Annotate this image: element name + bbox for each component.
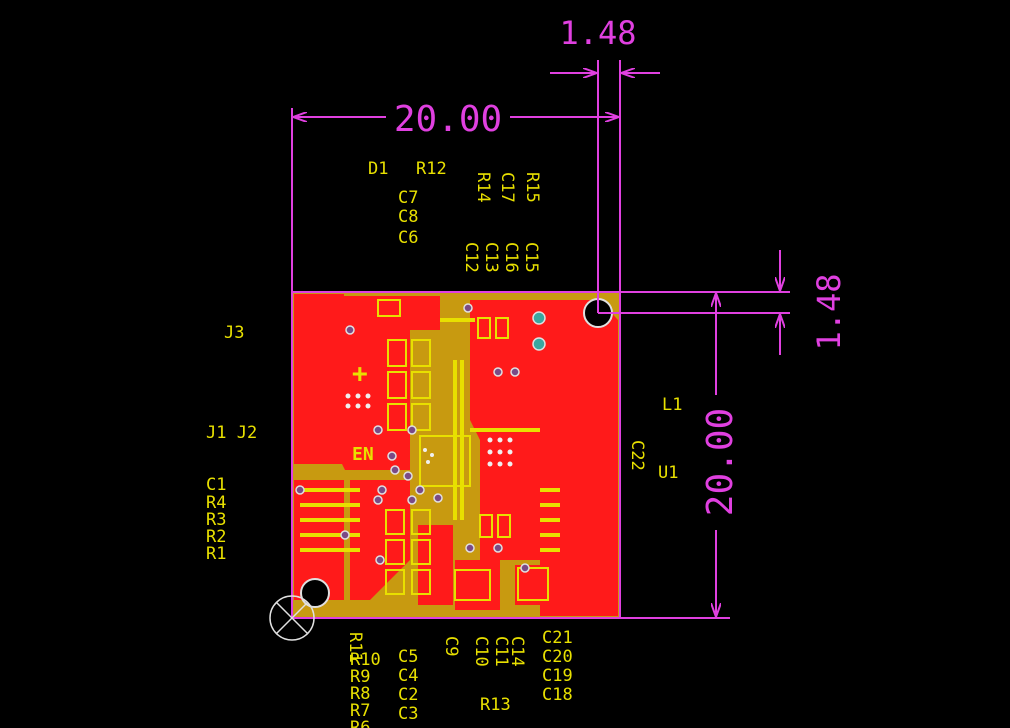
refdes-r15: R15 [522, 172, 542, 203]
refdes-c22: C22 [627, 440, 647, 471]
gap-right-value: 1.48 [810, 273, 848, 350]
en-label: EN [352, 444, 374, 465]
refdes-c16: C16 [501, 242, 521, 273]
refdes-c19: C19 [542, 666, 573, 686]
origin-marker [269, 595, 315, 641]
board-outline [291, 291, 621, 619]
refdes-c14: C14 [507, 636, 527, 667]
refdes-j1-j2: J1 J2 [206, 423, 257, 443]
refdes-c5: C5 [398, 647, 418, 667]
mounting-hole-bottom-left [300, 578, 330, 608]
refdes-r7: R7 [350, 701, 370, 721]
pcb-board: + EN [269, 291, 621, 641]
refdes-c11: C11 [491, 636, 511, 667]
gap-top-value: 1.48 [559, 14, 636, 52]
dimension-width-top: 20.00 [291, 60, 621, 292]
refdes-c8: C8 [398, 207, 418, 227]
refdes-c4: C4 [398, 666, 418, 686]
refdes-r8: R8 [350, 684, 370, 704]
plus-label: + [352, 359, 368, 389]
refdes-j3: J3 [224, 323, 244, 343]
reference-designators: D1 R12 C7 C8 C6 R14 C17 R15 C12 C13 C16 … [206, 159, 682, 728]
refdes-r14: R14 [473, 172, 493, 203]
width-value: 20.00 [394, 99, 502, 140]
refdes-u1: U1 [658, 463, 678, 483]
refdes-c12: C12 [461, 242, 481, 273]
refdes-c3: C3 [398, 704, 418, 724]
refdes-r12: R12 [416, 159, 447, 179]
pads [377, 299, 549, 601]
refdes-r2: R2 [206, 527, 226, 547]
dimension-height-right: 20.00 [620, 291, 790, 619]
refdes-r3: R3 [206, 510, 226, 530]
via-grid [345, 393, 513, 467]
refdes-c17: C17 [497, 172, 517, 203]
dimension-gap-right: 1.48 [598, 250, 848, 355]
refdes-l1: L1 [662, 395, 682, 415]
refdes-c1: C1 [206, 475, 226, 495]
refdes-r9: R9 [350, 667, 370, 687]
vias [295, 303, 530, 573]
refdes-c21: C21 [542, 628, 573, 648]
refdes-c6: C6 [398, 228, 418, 248]
refdes-c15: C15 [521, 242, 541, 273]
refdes-r10-h: R10 [350, 650, 381, 670]
refdes-c7: C7 [398, 188, 418, 208]
refdes-r13: R13 [480, 695, 511, 715]
dimension-gap-top: 1.48 [550, 14, 660, 313]
height-value: 20.00 [700, 408, 741, 516]
refdes-r4: R4 [206, 493, 226, 513]
refdes-c18: C18 [542, 685, 573, 705]
refdes-c13: C13 [481, 242, 501, 273]
refdes-c2: C2 [398, 685, 418, 705]
refdes-d1: D1 [368, 159, 388, 179]
refdes-c9: C9 [441, 636, 461, 656]
refdes-r6: R6 [350, 718, 370, 728]
refdes-r11: R11 [345, 632, 365, 663]
traces [300, 318, 560, 552]
refdes-r1: R1 [206, 544, 226, 564]
test-points [532, 311, 546, 351]
refdes-c10: C10 [471, 636, 491, 667]
refdes-c20: C20 [542, 647, 573, 667]
